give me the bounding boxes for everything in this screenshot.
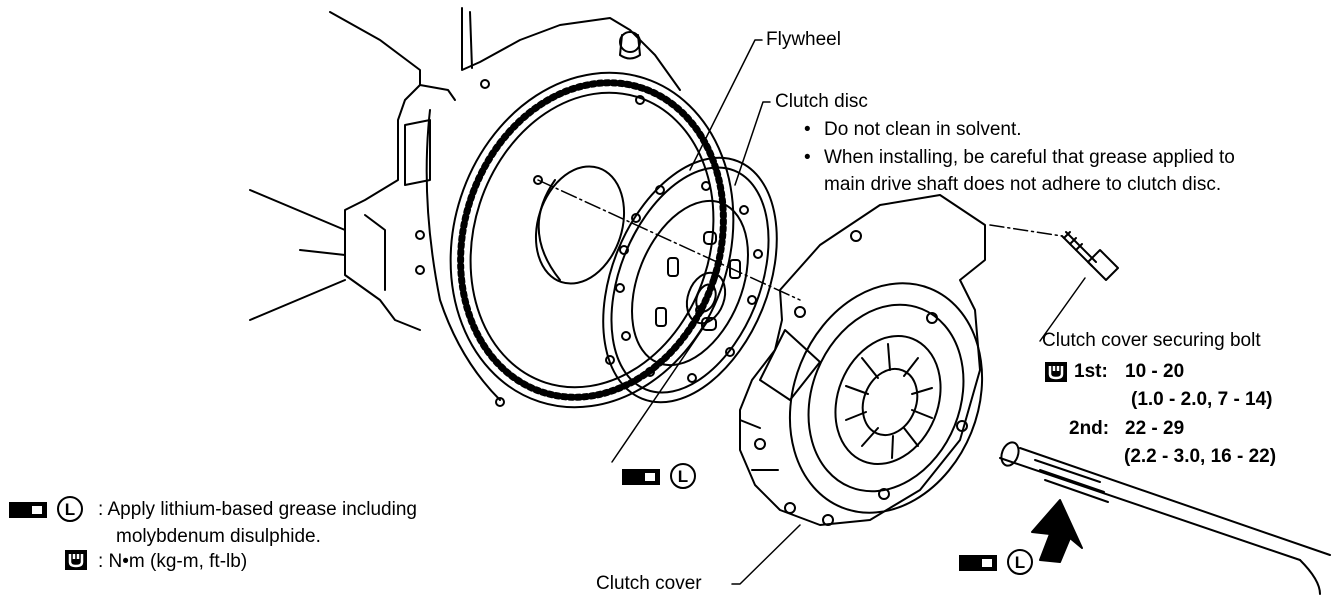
bolt-second-alt: (2.2 - 3.0, 16 - 22) bbox=[1124, 446, 1277, 467]
engine-block bbox=[249, 7, 681, 407]
clutch-disc-leader bbox=[734, 101, 771, 186]
clutch-cover-label: Clutch cover bbox=[596, 573, 702, 594]
bolt bbox=[1061, 231, 1119, 281]
bolt-title: Clutch cover securing bolt bbox=[1042, 330, 1261, 351]
legend-grease-letter: L bbox=[65, 500, 75, 519]
grease-letter: L bbox=[678, 467, 688, 486]
bolt-first-value: 10 - 20 bbox=[1125, 361, 1185, 382]
clutch-disc bbox=[602, 156, 778, 404]
alignment-line bbox=[537, 179, 801, 301]
grease-letter-shaft: L bbox=[1015, 553, 1025, 572]
bolt-leader bbox=[1039, 277, 1086, 342]
alignment-line-2 bbox=[989, 224, 1063, 237]
legend-grease-text-2: molybdenum disulphide. bbox=[116, 526, 321, 547]
legend-grease-text-1: : Apply lithium-based grease including bbox=[98, 499, 417, 520]
clutch-disc-label: Clutch disc bbox=[775, 91, 868, 112]
torque-wrench-icon bbox=[1044, 361, 1068, 388]
grease-icon: L bbox=[621, 463, 697, 494]
bolt-first-label: 1st: bbox=[1074, 361, 1108, 382]
clutch-disc-note-3: main drive shaft does not adhere to clut… bbox=[824, 174, 1222, 195]
legend-grease-icon: L bbox=[8, 496, 84, 527]
main-drive-shaft bbox=[999, 441, 1331, 595]
grease-leader-disc bbox=[611, 317, 711, 463]
bolt-second-value: 22 - 29 bbox=[1125, 418, 1185, 439]
bolt-second-label: 2nd: bbox=[1069, 418, 1110, 439]
flywheel-label: Flywheel bbox=[766, 29, 841, 50]
clutch-disc-note-2: When installing, be careful that grease … bbox=[804, 147, 1235, 169]
bolt-first-alt: (1.0 - 2.0, 7 - 14) bbox=[1131, 389, 1273, 410]
clutch-cover bbox=[739, 194, 986, 526]
flywheel bbox=[449, 71, 735, 409]
clutch-cover-leader bbox=[731, 524, 801, 585]
arrow bbox=[1031, 499, 1083, 563]
legend-torque-text: : N•m (kg-m, ft-lb) bbox=[98, 551, 248, 572]
flywheel-leader bbox=[689, 39, 763, 171]
clutch-disc-note-1: Do not clean in solvent. bbox=[804, 119, 1021, 141]
grease-icon-shaft: L bbox=[958, 549, 1034, 580]
legend-torque-icon bbox=[64, 549, 88, 576]
